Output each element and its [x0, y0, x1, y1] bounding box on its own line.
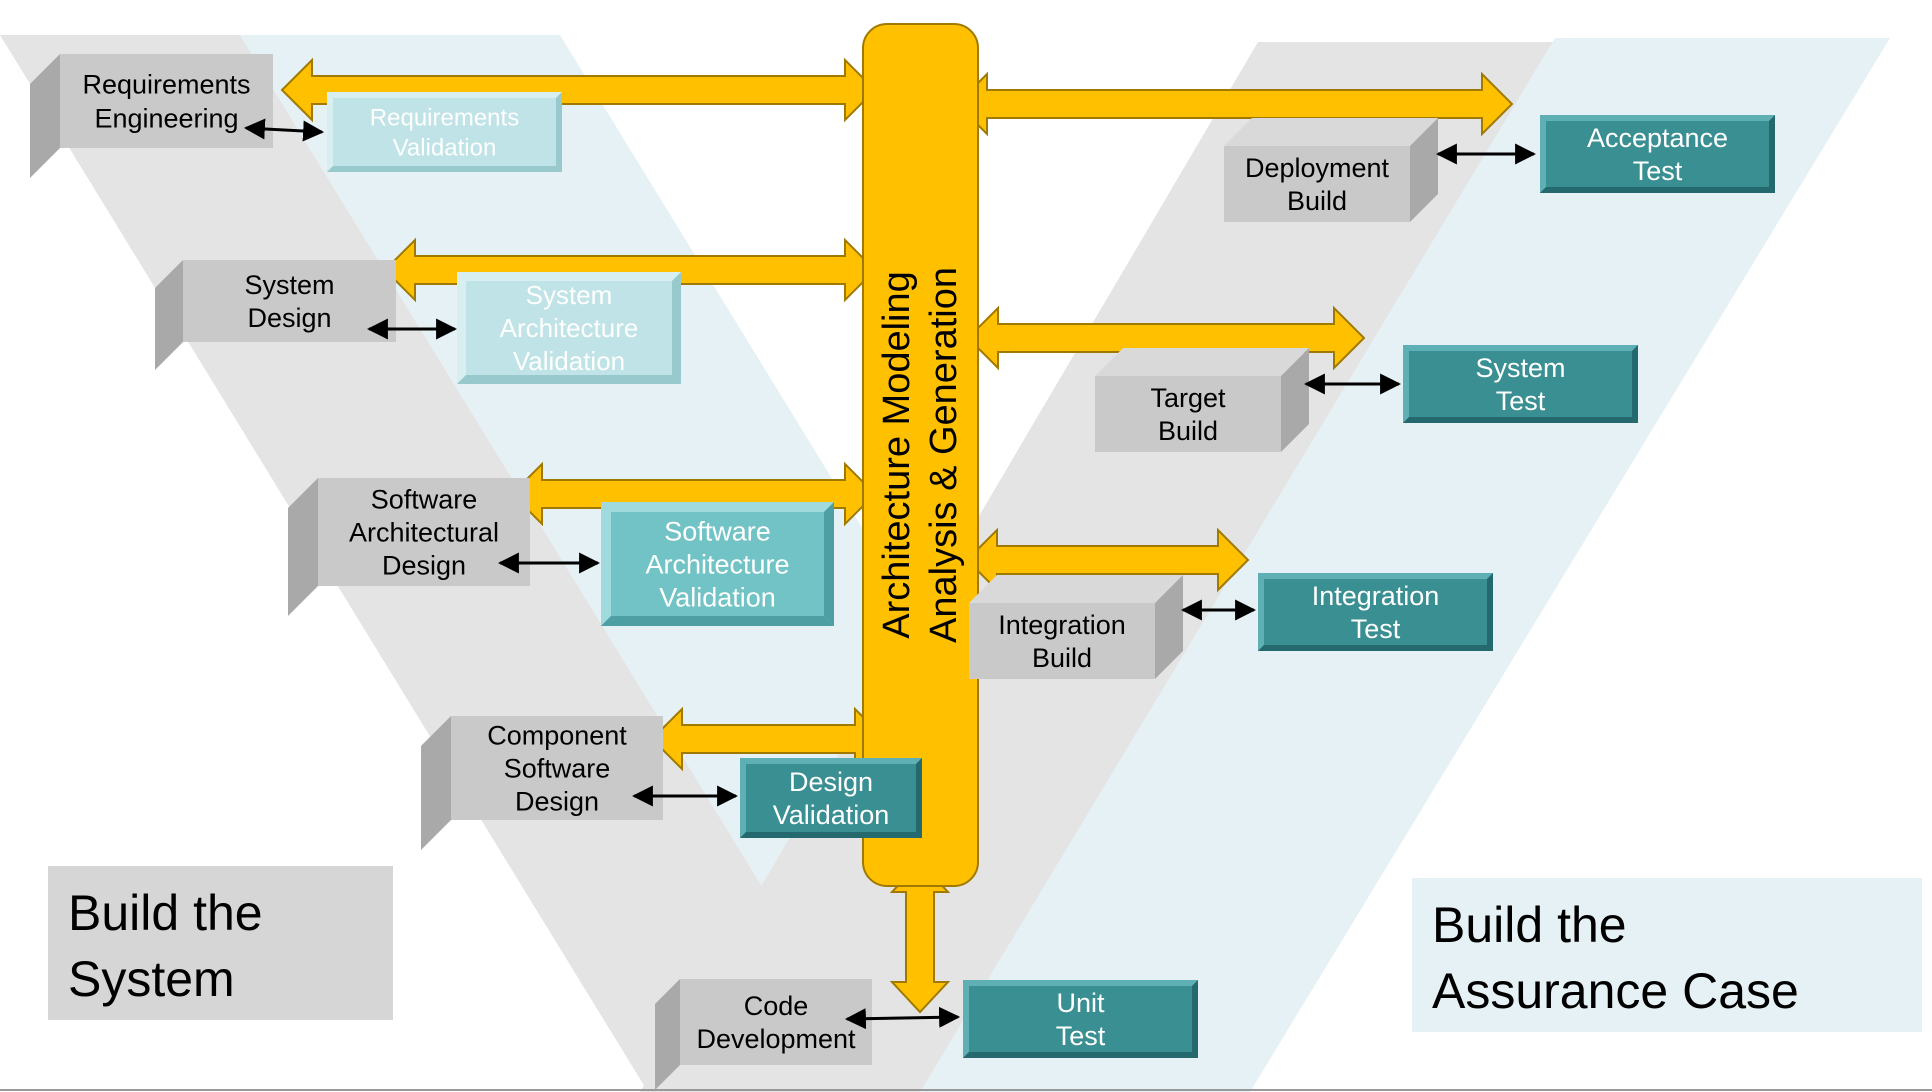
req-eng-label: Engineering	[94, 103, 238, 133]
unit-test-label: Test	[1056, 1021, 1106, 1051]
connector-req	[243, 118, 325, 142]
sys-arch-val-label: Validation	[513, 346, 625, 376]
corner-right-line2: Assurance Case	[1432, 963, 1799, 1019]
integration-test-label: Integration	[1312, 581, 1440, 611]
sw-arch-design-label: Architectural	[349, 517, 499, 547]
sw-arch-val-label: Software	[664, 516, 771, 546]
acceptance-test-label: Acceptance	[1587, 123, 1728, 153]
connector-code	[844, 1006, 961, 1030]
sw-arch-val-label: Validation	[659, 582, 776, 612]
yellow-arrow-deployment	[955, 71, 1514, 137]
sys-design-label: System	[244, 270, 334, 300]
corner-label-left: Build the System	[48, 866, 393, 1020]
sw-arch-val-label: Architecture	[645, 549, 789, 579]
comp-sw-design-label: Design	[515, 786, 599, 816]
deploy-build-label: Deployment	[1245, 153, 1390, 183]
integ-build-label: Integration	[998, 610, 1126, 640]
comp-sw-design-label: Software	[504, 753, 611, 783]
integ-build-label: Build	[1032, 643, 1092, 673]
yellow-arrows	[280, 57, 1514, 1014]
right-light-band	[920, 38, 1890, 1092]
center-column-line1: Architecture Modeling	[876, 271, 918, 639]
connectors	[243, 118, 1537, 1030]
corner-label-right: Build the Assurance Case	[1412, 878, 1922, 1032]
req-val-label: Validation	[393, 134, 497, 161]
corner-right-line1: Build the	[1432, 897, 1627, 953]
process-blocks: RequirementsEngineeringSystemDesignSoftw…	[30, 54, 1775, 1090]
sys-arch-val-label: System	[526, 280, 613, 310]
deploy-build-label: Build	[1287, 186, 1347, 216]
target-build-label: Build	[1158, 416, 1218, 446]
center-column: Architecture Modeling Analysis & Generat…	[862, 23, 979, 887]
yellow-arrow-target	[966, 305, 1366, 371]
code-dev-label: Development	[696, 1024, 856, 1054]
system-test-label: Test	[1496, 386, 1546, 416]
center-column-line2: Analysis & Generation	[923, 267, 965, 643]
corner-left-line2: System	[68, 951, 235, 1007]
design-val-label: Design	[789, 767, 873, 797]
req-eng-label: Requirements	[82, 69, 250, 99]
req-val-label: Requirements	[370, 104, 519, 131]
acceptance-test-label: Test	[1633, 156, 1683, 186]
sys-design-label: Design	[247, 303, 331, 333]
unit-test-label: Unit	[1056, 988, 1105, 1018]
corner-left-line1: Build the	[68, 885, 263, 941]
comp-sw-design-label: Component	[487, 720, 627, 750]
sw-arch-design-label: Design	[382, 550, 466, 580]
target-build-label: Target	[1150, 383, 1226, 413]
design-val-label: Validation	[773, 800, 890, 830]
code-dev-label: Code	[744, 991, 809, 1021]
sys-arch-val-label: Architecture	[500, 313, 639, 343]
sw-arch-design-label: Software	[371, 484, 478, 514]
system-test-label: System	[1475, 353, 1565, 383]
integration-test-label: Test	[1351, 614, 1401, 644]
